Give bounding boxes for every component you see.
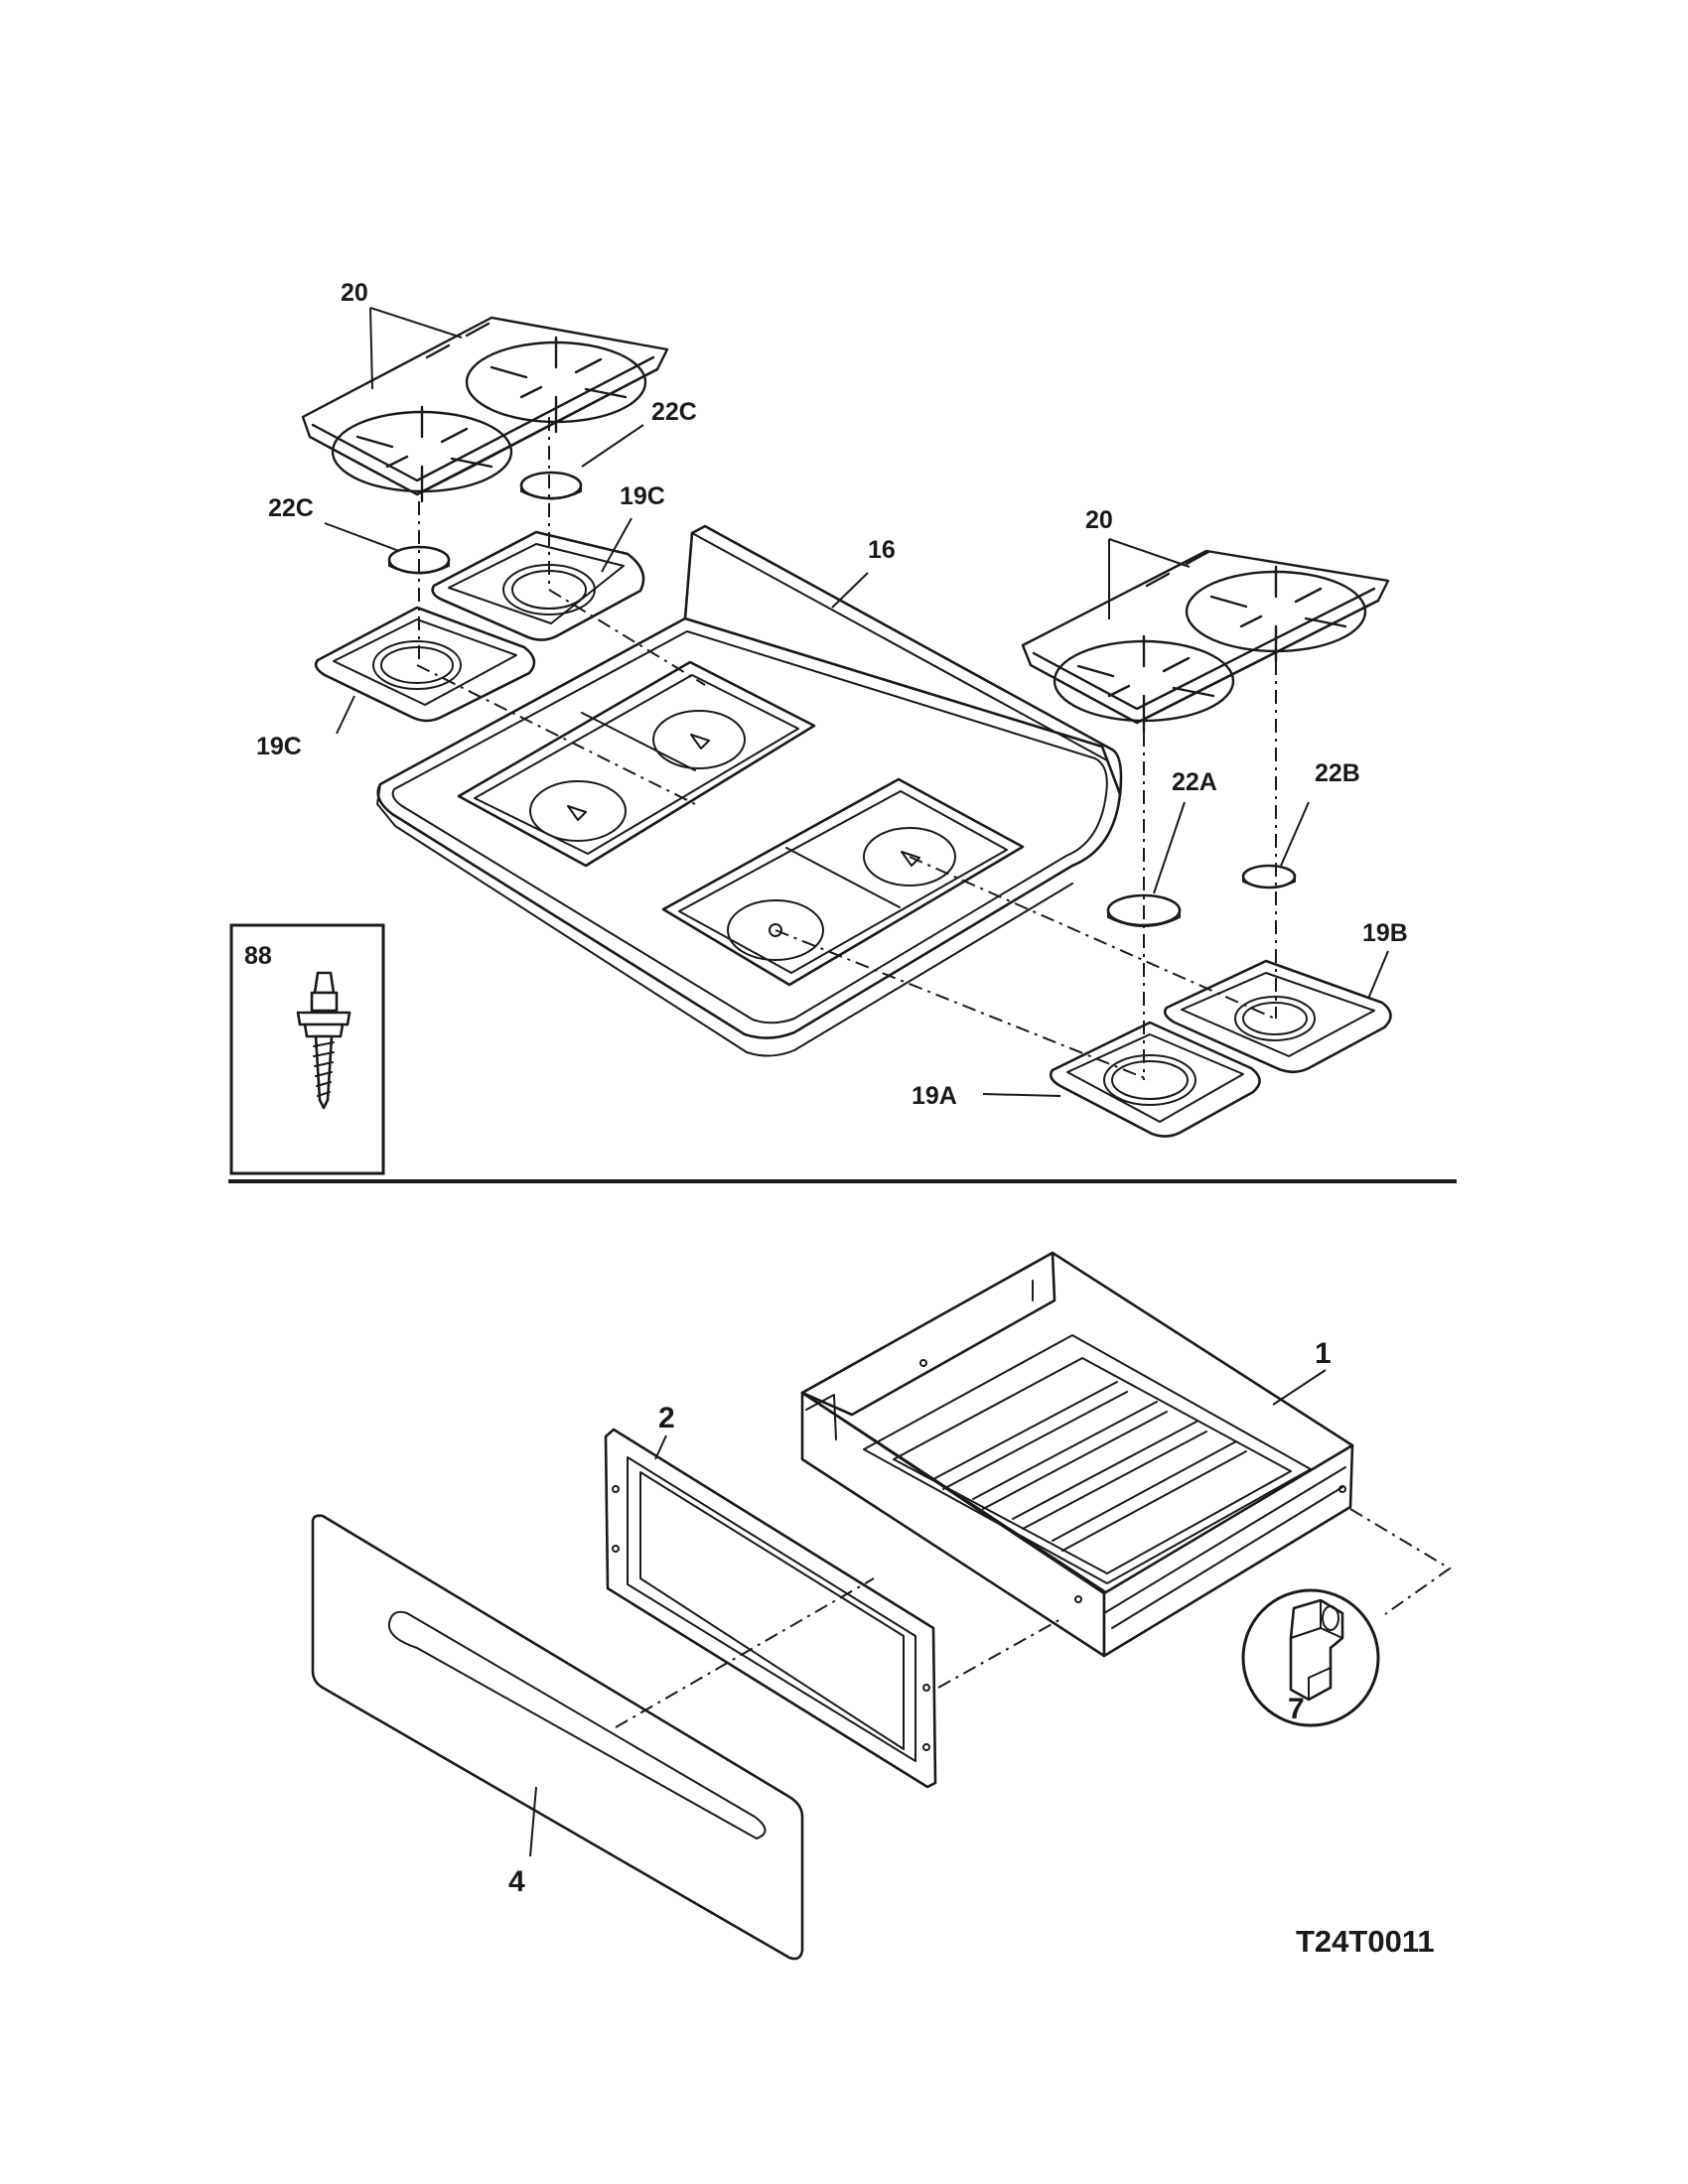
drawer-frame-2 [604,1428,937,1789]
callout-20-left: 20 [341,279,368,307]
burner-cap-22b [1241,864,1297,889]
burner-grate-right [1021,549,1390,735]
drawer-body-1 [800,1251,1354,1658]
drip-pan-19a [1049,1021,1261,1138]
burner-cap-22c-upper [519,471,583,500]
section-separator [228,1179,1457,1183]
callout-19a: 19A [912,1082,957,1110]
callout-4: 4 [508,1865,525,1898]
callout-88: 88 [244,942,272,970]
drawing-code: T24T0011 [1296,1924,1435,1959]
callout-19c-upper: 19C [620,482,665,510]
drip-pan-19c-upper [431,530,645,641]
callout-22c-lower: 22C [268,494,314,522]
main-top-16 [376,524,1123,1057]
callout-16: 16 [868,536,896,564]
callout-22c-upper: 22C [651,398,697,426]
callout-7: 7 [1288,1693,1305,1725]
drip-pan-19c-lower [314,606,536,723]
callout-22a: 22A [1172,768,1217,796]
drawer-panel-4 [311,1514,804,1961]
callout-19b: 19B [1362,919,1408,947]
callout-1: 1 [1315,1337,1332,1370]
screw-detail-88 [229,923,385,1175]
callout-20-right: 20 [1085,506,1113,534]
callout-22b: 22B [1315,759,1360,787]
callout-labels: 20 22C 22C 19C 16 20 19C 22A 22B 88 19B … [244,279,1435,1959]
assembly-lines-lower [615,1508,1452,1728]
drip-pan-19b [1163,959,1392,1074]
leader-lines [324,307,1389,1857]
clip-detail-7 [1241,1588,1380,1727]
assembly-lines-upper [416,417,1277,1081]
callout-19c-lower: 19C [256,733,302,760]
callout-2: 2 [658,1402,675,1434]
burner-grate-left [301,316,669,503]
